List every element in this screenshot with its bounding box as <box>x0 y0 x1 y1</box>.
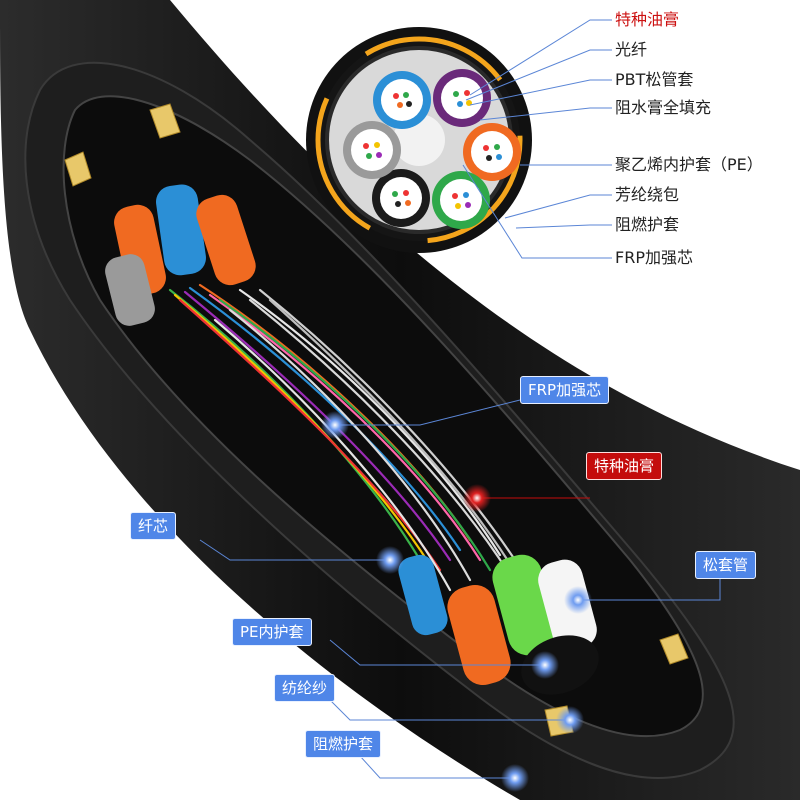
tube-gray <box>343 121 401 179</box>
label-flame-retardant-sheath: 阻燃护套 <box>615 215 680 234</box>
tag-frp-core: FRP加强芯 <box>520 376 610 404</box>
label-pe-inner-sheath: 聚乙烯内护套（PE） <box>615 155 763 174</box>
tag-pe-inner-sheath: PE内护套 <box>232 618 312 646</box>
loose-tubes-back <box>105 184 256 326</box>
cross-section-leaders <box>462 19 612 259</box>
label-fiber: 光纤 <box>615 40 648 59</box>
tube-orange <box>463 123 521 181</box>
tag-special-grease: 特种油膏 <box>586 452 663 480</box>
tube-black <box>372 169 430 227</box>
label-water-blocking: 阻水膏全填充 <box>615 98 712 117</box>
tag-flame-retardant-sheath: 阻燃护套 <box>305 730 382 758</box>
tube-green <box>432 171 490 229</box>
tube-purple <box>433 69 491 127</box>
tag-aramid-yarn: 纺纶纱 <box>274 674 336 702</box>
tag-loose-tube: 松套管 <box>695 551 757 579</box>
tag-fiber-core: 纤芯 <box>130 512 177 540</box>
label-aramid-wrap: 芳纶绕包 <box>615 185 680 204</box>
label-pbt-tube: PBT松管套 <box>615 70 694 89</box>
callout-markers <box>321 411 592 792</box>
tube-blue <box>373 71 431 129</box>
cross-section-diagram <box>306 27 532 253</box>
label-frp-core: FRP加强芯 <box>615 248 693 267</box>
label-special-grease: 特种油膏 <box>615 10 680 29</box>
